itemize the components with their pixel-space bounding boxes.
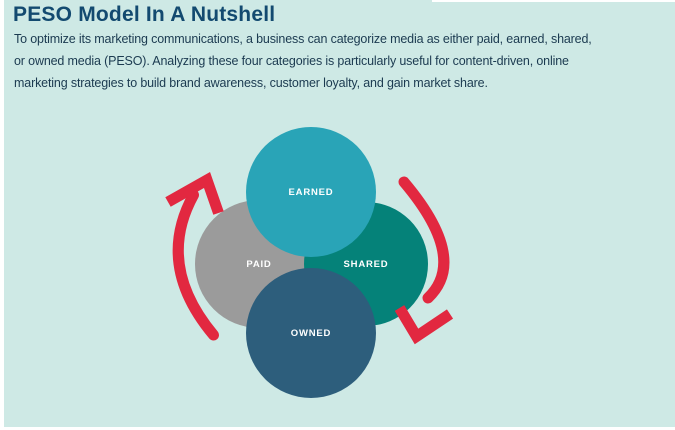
intro-line-3: marketing strategies to build brand awar… xyxy=(14,76,488,90)
page-frame-left xyxy=(0,0,4,430)
owned-circle: OWNED xyxy=(246,268,376,398)
earned-label: EARNED xyxy=(288,186,334,198)
earned-circle: EARNED xyxy=(246,127,376,257)
page-frame-corner xyxy=(432,0,675,2)
left-arrow-head-icon xyxy=(165,171,224,215)
intro-paragraph: To optimize its marketing communications… xyxy=(14,28,592,94)
shared-label: SHARED xyxy=(343,258,389,270)
right-arrow-head-icon xyxy=(394,305,454,345)
page-frame-bottom xyxy=(0,427,675,430)
intro-line-1: To optimize its marketing communications… xyxy=(14,32,592,46)
owned-label: OWNED xyxy=(290,327,332,339)
page-title: PESO Model In A Nutshell xyxy=(13,3,276,26)
intro-line-2: or owned media (PESO). Analyzing these f… xyxy=(14,54,569,68)
paid-label: PAID xyxy=(246,258,272,270)
